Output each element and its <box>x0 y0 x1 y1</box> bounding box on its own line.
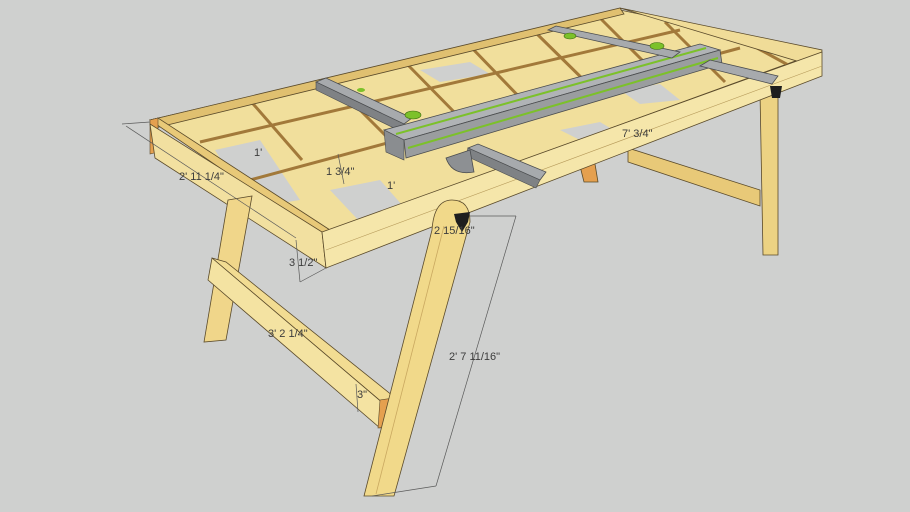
dim-grid-spacing: 1' <box>387 180 396 192</box>
table-top-frame <box>148 7 823 269</box>
green-knob-icon <box>649 42 665 50</box>
dim-leg-length: 2' 7 11/16" <box>449 351 501 363</box>
green-knob-icon <box>404 110 422 120</box>
dim-brace-height: 3" <box>357 389 368 401</box>
green-knob-icon <box>357 88 365 92</box>
dim-grid-spacing: 1' <box>254 147 263 159</box>
dimension-lines <box>121 121 517 497</box>
green-knob-icon <box>563 32 577 40</box>
dim-brace-length: 3' 2 1/4" <box>268 328 308 340</box>
clamp-knob-icon <box>454 212 470 232</box>
guide-rail-system <box>315 25 779 189</box>
dim-frame-length: 7' 3/4" <box>622 128 653 140</box>
dim-frame-height: 3 1/2" <box>289 257 318 269</box>
front-leg-assembly <box>203 86 782 497</box>
dim-rib-thickness: 1 3/4" <box>326 166 355 178</box>
dim-frame-depth: 2' 11 1/4" <box>179 171 224 183</box>
clamp-knob-icon <box>770 86 782 98</box>
dim-leg-width: 2 15/16" <box>434 225 475 237</box>
